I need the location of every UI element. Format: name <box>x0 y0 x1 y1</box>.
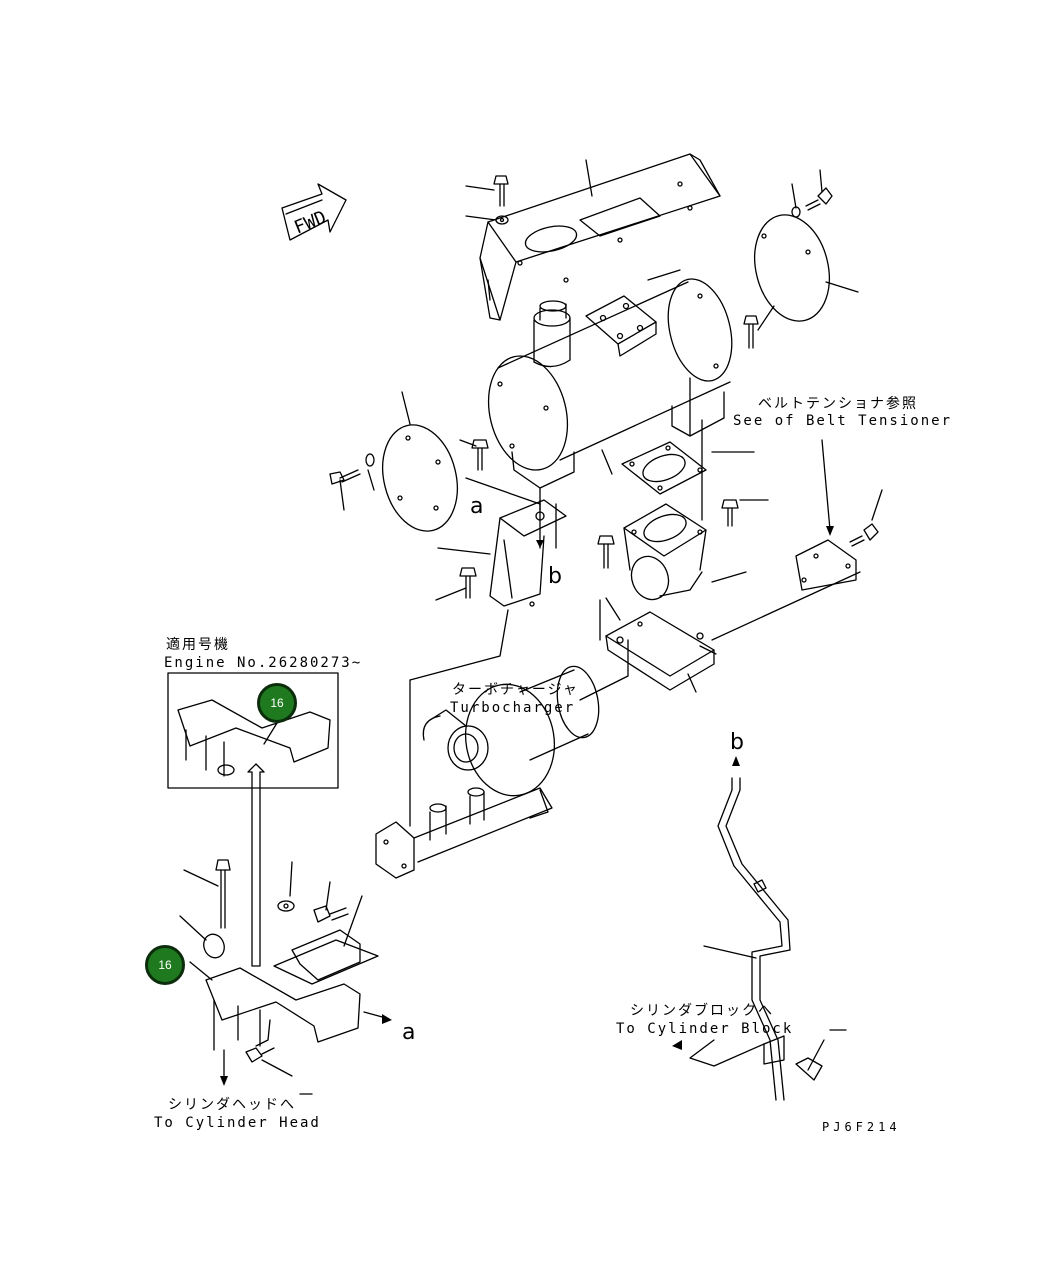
cylinder-block-label-en: To Cylinder Block <box>616 1021 794 1037</box>
gasket <box>621 441 707 495</box>
cylinder-block-label-jp: シリンダブロックへ <box>630 1003 774 1019</box>
flange-plate <box>605 611 717 691</box>
callout-a-upper: a <box>470 494 484 519</box>
arrowheads <box>220 526 834 1086</box>
callout-b-upper: b <box>548 564 562 589</box>
detail-bracket <box>177 699 331 777</box>
applicable-label-jp: 適用号機 <box>166 637 230 653</box>
tensioner-bracket <box>795 539 857 591</box>
part-badge-16-main[interactable]: 16 <box>145 945 185 985</box>
lower-bracket-assembly <box>203 859 379 1063</box>
turbocharger-label-jp: ターボチャージャ <box>452 682 579 698</box>
turbocharger <box>422 665 600 819</box>
cylinder-head-label-en: To Cylinder Head <box>154 1115 321 1131</box>
leader-lines <box>179 159 883 1095</box>
bolt-group <box>329 175 879 599</box>
heat-shield-cover <box>479 153 721 321</box>
belt-tensioner-label-en: See of Belt Tensioner <box>733 413 953 429</box>
up-arrow <box>247 763 265 967</box>
return-tube <box>717 777 825 1101</box>
muffler <box>487 278 733 511</box>
fwd-arrow-icon <box>281 183 347 241</box>
belt-tensioner-label-jp: ベルトテンショナ参照 <box>758 396 918 412</box>
engine-number-label: Engine No.26280273~ <box>164 655 363 671</box>
part-badge-16-detail[interactable]: 16 <box>257 683 297 723</box>
exhaust-elbow <box>623 503 707 601</box>
turbocharger-label-en: Turbocharger <box>450 700 576 716</box>
detail-frame <box>167 672 339 789</box>
drawing-code: PJ6F214 <box>822 1120 901 1134</box>
mounting-bracket <box>489 499 567 607</box>
end-cover-right <box>754 214 830 322</box>
callout-a-lower: a <box>402 1020 416 1045</box>
exhaust-manifold <box>375 787 553 879</box>
fwd-label: FWD <box>291 207 329 239</box>
callout-b-lower: b <box>730 730 744 755</box>
end-cover-left <box>382 424 458 532</box>
cylinder-head-label-jp: シリンダヘッドへ <box>168 1097 296 1113</box>
